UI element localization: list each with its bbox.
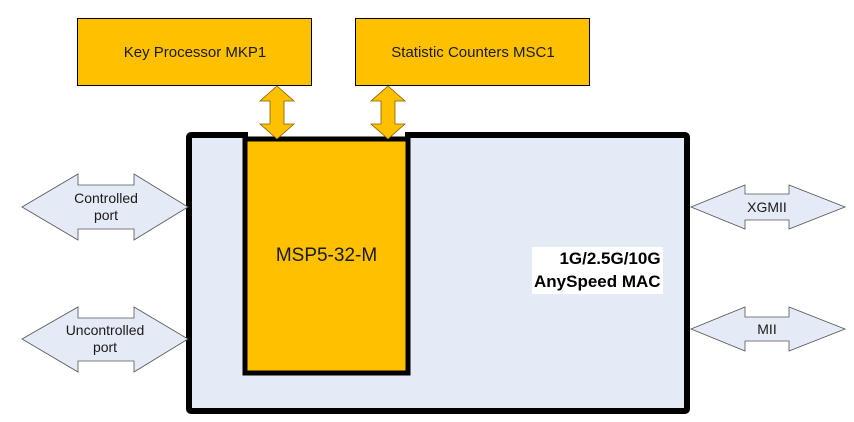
statistic-counters-label: Statistic Counters MSC1 [391,43,555,61]
uncontrolled-port-label: Uncontrolled port [55,319,155,359]
uncontrolled-port-arrow [21,306,189,373]
xgmii-port-label: XGMII [747,198,787,215]
controlled-port-label-line1: Controlled [74,190,138,207]
key-processor-label: Key Processor MKP1 [123,43,267,61]
msp-core-block [242,136,411,376]
uncontrolled-port-label-line2: port [92,339,118,355]
mac-label-line1: 1G/2.5G/10G [532,247,663,271]
uncontrolled-port-label-line1: Uncontrolled [65,322,145,339]
msp-core-label: MSP5-32-M [275,244,378,266]
statistic-counters-block [355,18,590,86]
controlled-port-arrow [21,173,189,241]
key-processor-link-arrow [258,85,296,140]
mac-label: 1G/2.5G/10G AnySpeed MAC [532,247,663,294]
mii-port-arrow [689,306,847,352]
statistic-counters-link-arrow [369,85,407,140]
mii-port-label: MII [757,320,777,337]
controlled-port-label: Controlled port [60,187,152,227]
controlled-port-label-line2: port [93,207,119,223]
mac-label-line2: AnySpeed MAC [532,270,663,294]
xgmii-port-arrow [689,184,847,230]
key-processor-block [77,18,312,86]
